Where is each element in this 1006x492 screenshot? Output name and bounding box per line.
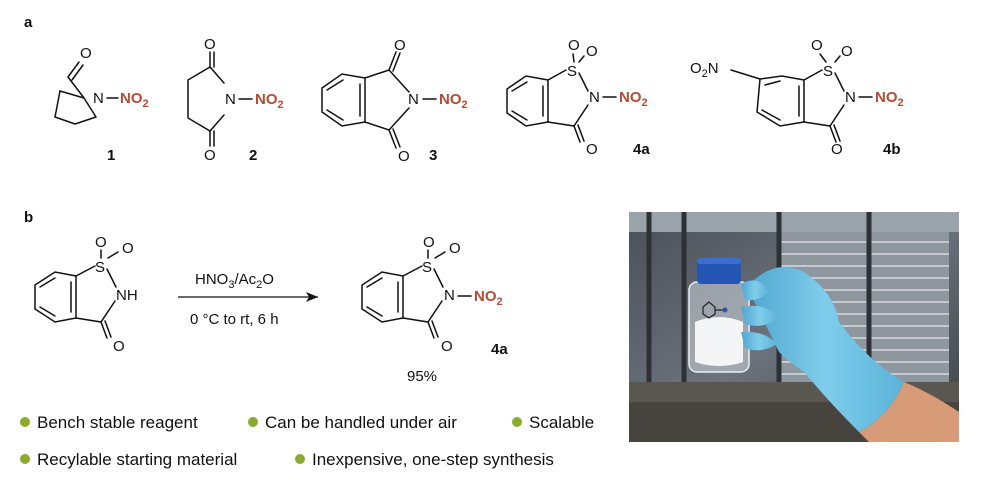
compound-label-4a: 4a — [491, 341, 508, 358]
nh-group: NH — [116, 287, 138, 304]
nitrogen-atom: N — [93, 90, 104, 107]
bullet-icon — [512, 417, 522, 427]
carbonyl-oxygen: O — [204, 36, 216, 53]
compound-4a-structure: S O O O N NO2 4a — [506, 37, 650, 158]
compound-label-1: 1 — [107, 147, 115, 164]
reagent-bottle-photo — [629, 212, 959, 442]
sulfonyl-oxygen: O — [568, 37, 580, 54]
arrow-head — [306, 292, 318, 302]
nitro-group: NO2 — [474, 288, 503, 308]
nitro-group: NO2 — [255, 91, 284, 111]
panel-label-b: b — [24, 209, 33, 226]
carbonyl-oxygen: O — [586, 141, 598, 158]
carbonyl-oxygen: O — [398, 148, 410, 165]
feature-inexpensive: Inexpensive, one-step synthesis — [295, 450, 554, 470]
sulfur-atom: S — [95, 259, 105, 276]
sulfonyl-oxygen: O — [841, 43, 853, 60]
compound-label-2: 2 — [249, 147, 257, 164]
feature-recyclable: Recylable starting material — [20, 450, 237, 470]
carbonyl-oxygen: O — [831, 141, 843, 158]
compound-label-3: 3 — [429, 147, 437, 164]
bullet-icon — [20, 417, 30, 427]
compound-label-4a: 4a — [633, 141, 650, 158]
feature-text: Bench stable reagent — [37, 413, 198, 432]
nitro-group: NO2 — [120, 90, 149, 110]
nitro-substituent: O2N — [690, 60, 719, 80]
saccharin-structure: S O O O NH — [34, 234, 138, 355]
nitro-group: NO2 — [439, 91, 468, 111]
compound-3-structure: O O N NO2 3 — [321, 37, 468, 165]
carbonyl-oxygen: O — [394, 37, 406, 54]
nitrogen-atom: N — [444, 287, 455, 304]
sulfur-atom: S — [567, 63, 577, 80]
bullet-icon — [295, 454, 305, 464]
compound-4b-structure: O2N S O O O N NO2 4b — [690, 37, 904, 158]
nitrogen-atom: N — [845, 89, 856, 106]
feature-text: Recylable starting material — [37, 450, 238, 469]
bullet-icon — [248, 417, 258, 427]
carbonyl-oxygen: O — [113, 338, 125, 355]
yield-label: 95% — [407, 368, 437, 385]
sulfonyl-oxygen: O — [95, 234, 107, 251]
reaction-conditions: 0 °C to rt, 6 h — [190, 311, 279, 328]
sulfonyl-oxygen: O — [122, 240, 134, 257]
reaction-arrow-group: HNO3/Ac2O 0 °C to rt, 6 h — [178, 271, 318, 328]
nitrogen-atom: N — [408, 91, 419, 108]
compound-1-structure: O N NO2 1 — [54, 45, 149, 164]
carbonyl-oxygen: O — [80, 45, 92, 62]
nitro-group: NO2 — [619, 89, 648, 109]
feature-text: Inexpensive, one-step synthesis — [312, 450, 554, 469]
nitrogen-atom: N — [225, 91, 236, 108]
compound-label-4b: 4b — [883, 141, 901, 158]
feature-handled-under-air: Can be handled under air — [248, 413, 457, 433]
feature-text: Scalable — [529, 413, 595, 432]
carbonyl-oxygen: O — [441, 338, 453, 355]
bullet-icon — [20, 454, 30, 464]
sulfonyl-oxygen: O — [449, 240, 461, 257]
sulfonyl-oxygen: O — [586, 43, 598, 60]
feature-bench-stable: Bench stable reagent — [20, 413, 198, 433]
product-4a-structure: S O O O N NO2 4a 95% — [361, 234, 508, 385]
reagent-label: HNO3/Ac2O — [195, 271, 274, 291]
feature-text: Can be handled under air — [265, 413, 457, 432]
feature-scalable: Scalable — [512, 413, 594, 433]
sulfonyl-oxygen: O — [811, 37, 823, 54]
compound-2-structure: O O N NO2 2 — [187, 36, 284, 164]
nitro-group: NO2 — [875, 89, 904, 109]
sulfur-atom: S — [422, 259, 432, 276]
sulfonyl-oxygen: O — [423, 234, 435, 251]
carbonyl-oxygen: O — [204, 147, 216, 164]
sulfur-atom: S — [823, 63, 833, 80]
nitrogen-atom: N — [589, 89, 600, 106]
panel-label-a: a — [24, 14, 33, 31]
